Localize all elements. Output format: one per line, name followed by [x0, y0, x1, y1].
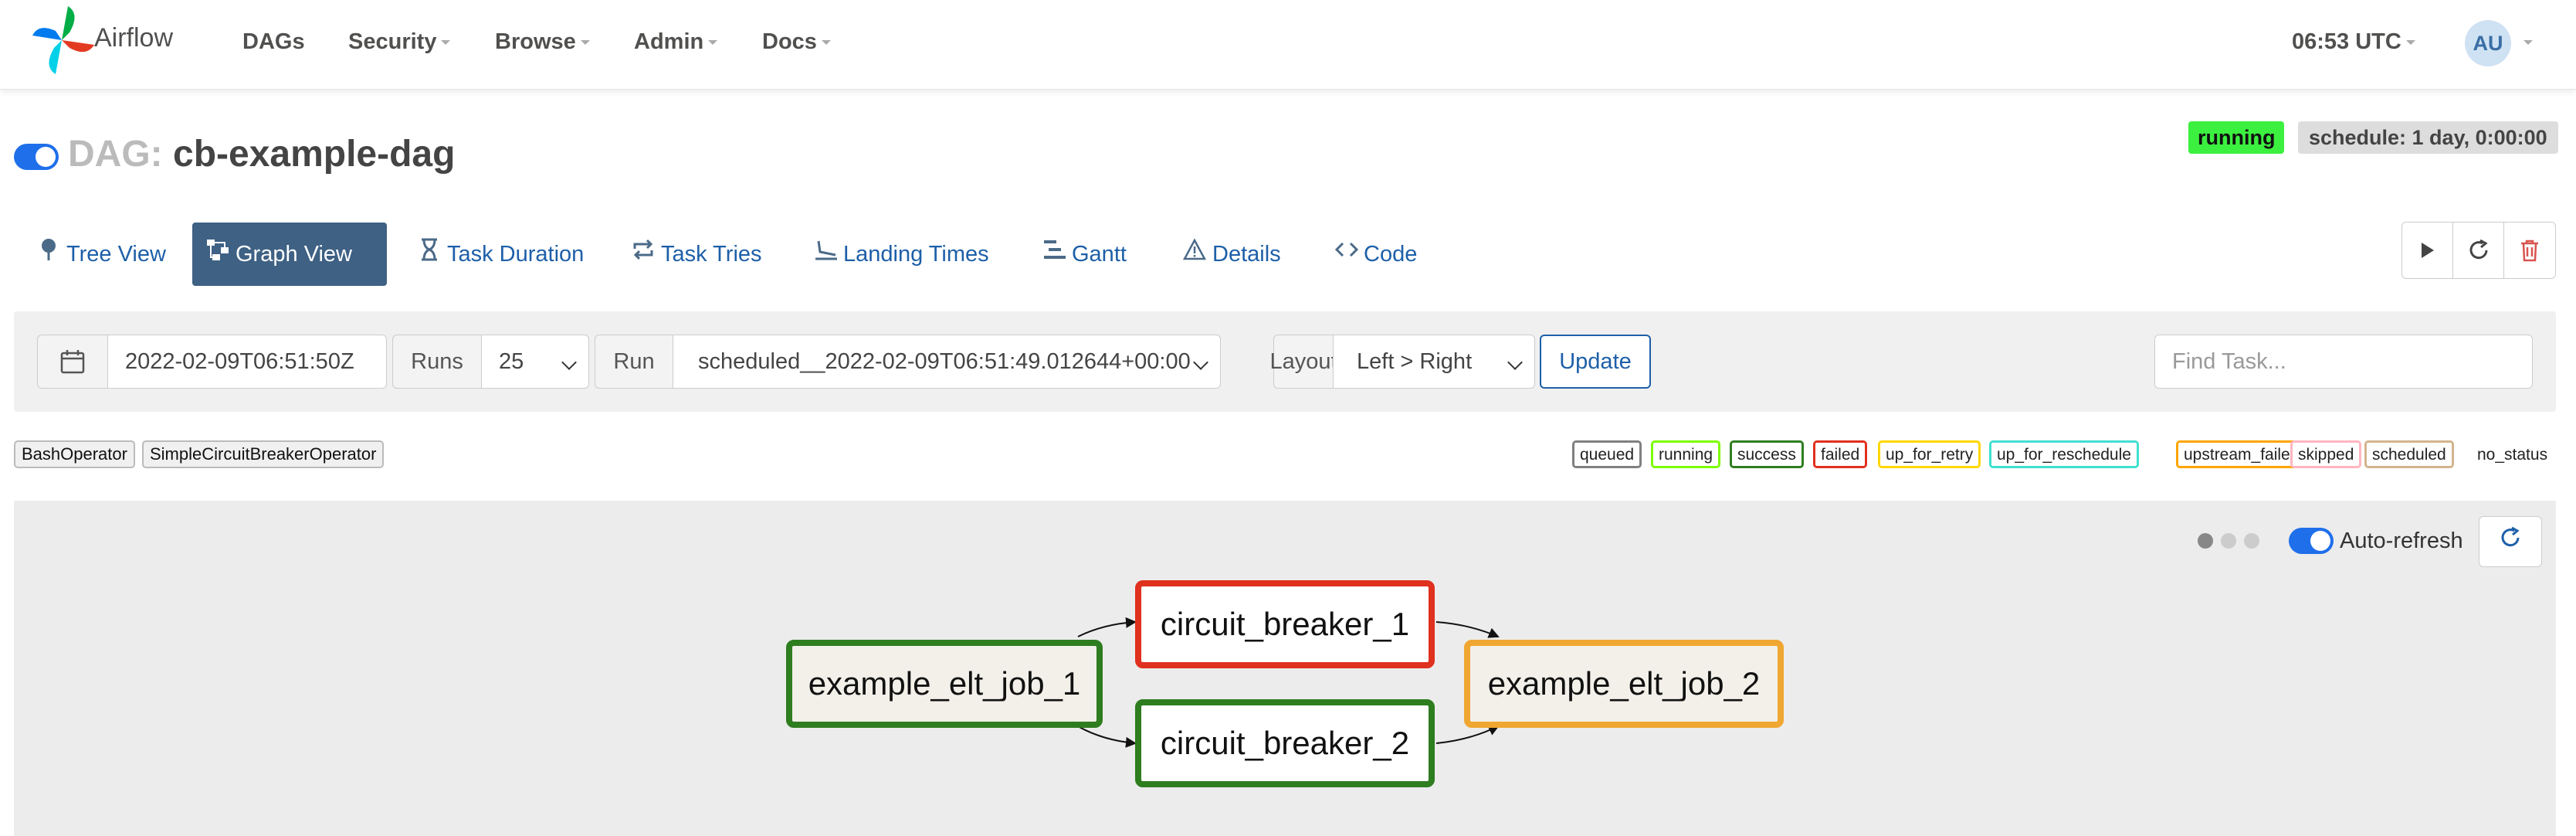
- pager-dot: [2221, 533, 2236, 549]
- run-select[interactable]: scheduled__2022-02-09T06:51:49.012644+00…: [673, 335, 1221, 389]
- layout-label: Layout: [1269, 335, 1337, 389]
- graph-icon: [206, 223, 229, 286]
- tab-code[interactable]: Code: [1320, 223, 1431, 286]
- task-node-circuit-breaker-2[interactable]: circuit_breaker_2: [1135, 699, 1435, 787]
- nav-dags[interactable]: DAGs: [242, 29, 305, 54]
- state-legend-up-for-retry: up_for_retry: [1878, 440, 1981, 468]
- state-legend-success: success: [1730, 440, 1804, 468]
- state-legend-up-for-reschedule: up_for_reschedule: [1989, 440, 2139, 468]
- tab-tree-view[interactable]: Tree View: [23, 223, 180, 286]
- top-navbar: Airflow DAGs Security Browse Admin Docs …: [0, 0, 2576, 90]
- edge-job1-cb2: [1077, 726, 1137, 748]
- pager-dot: [2244, 533, 2259, 549]
- tab-graph-view[interactable]: Graph View: [192, 223, 387, 286]
- airflow-logo-icon[interactable]: [23, 0, 100, 77]
- warning-triangle-icon: [1182, 223, 1207, 286]
- repeat-icon: [632, 223, 655, 286]
- task-node-example-elt-job-1[interactable]: example_elt_job_1: [786, 640, 1103, 728]
- state-legend-skipped: skipped: [2290, 440, 2362, 468]
- refresh-icon: [2469, 239, 2488, 260]
- state-legend-no-status: no_status: [2469, 440, 2556, 468]
- tab-task-duration[interactable]: Task Duration: [404, 223, 598, 286]
- code-icon: [1334, 223, 1359, 286]
- state-legend-scheduled: scheduled: [2364, 440, 2454, 468]
- utc-clock[interactable]: 06:53 UTC: [2292, 29, 2415, 55]
- pager-dot-active: [2198, 533, 2213, 549]
- user-avatar[interactable]: AU: [2465, 20, 2511, 66]
- dag-pause-toggle[interactable]: [14, 144, 59, 170]
- brand-name[interactable]: Airflow: [94, 23, 174, 53]
- tab-details[interactable]: Details: [1169, 223, 1295, 286]
- graph-edges: [1077, 617, 1500, 748]
- nav-admin[interactable]: Admin: [634, 29, 718, 55]
- schedule-badge: schedule: 1 day, 0:00:00: [2298, 121, 2558, 154]
- state-legend-queued: queued: [1572, 440, 1642, 468]
- state-legend-failed: failed: [1813, 440, 1868, 468]
- nav-browse[interactable]: Browse: [495, 29, 590, 55]
- chevron-down-icon: [580, 40, 590, 46]
- chevron-down-icon: [2405, 40, 2415, 46]
- tab-gantt[interactable]: Gantt: [1029, 223, 1141, 286]
- dag-state-badge: running: [2188, 121, 2285, 154]
- calendar-icon: [60, 350, 85, 374]
- nav-security[interactable]: Security: [348, 29, 451, 55]
- datepicker-button[interactable]: [37, 335, 108, 389]
- tab-task-tries[interactable]: Task Tries: [618, 223, 776, 286]
- run-label: Run: [595, 335, 673, 389]
- nav-docs[interactable]: Docs: [762, 29, 831, 55]
- operator-badge-circuit-breaker: SimpleCircuitBreakerOperator: [142, 440, 385, 468]
- task-node-circuit-breaker-1[interactable]: circuit_breaker_1: [1135, 580, 1435, 668]
- graph-refresh-button[interactable]: [2479, 516, 2542, 567]
- map-pin-icon: [37, 223, 60, 286]
- operator-badge-bash: BashOperator: [14, 440, 135, 468]
- state-legend-running: running: [1651, 440, 1721, 468]
- landing-icon: [814, 223, 837, 286]
- tab-landing-times[interactable]: Landing Times: [800, 223, 1003, 286]
- state-legend-upstream-failed: upstream_failed: [2176, 440, 2307, 468]
- chevron-down-icon: [708, 40, 718, 46]
- hourglass-icon: [418, 223, 441, 286]
- task-node-example-elt-job-2[interactable]: example_elt_job_2: [1464, 640, 1784, 728]
- play-icon: [2421, 243, 2434, 258]
- dag-actions: [2401, 222, 2556, 279]
- gantt-icon: [1042, 223, 1066, 286]
- trash-icon: [2521, 240, 2538, 262]
- chevron-down-icon: [441, 40, 451, 46]
- chevron-down-icon: [2523, 40, 2533, 45]
- delete-dag-button[interactable]: [2504, 223, 2555, 278]
- update-button[interactable]: Update: [1540, 335, 1651, 389]
- edge-cb2-job2: [1435, 725, 1500, 744]
- edge-cb1-job2: [1435, 621, 1500, 638]
- refresh-dag-button[interactable]: [2453, 223, 2504, 278]
- runs-select[interactable]: 25: [481, 335, 589, 389]
- edge-job1-cb1: [1077, 617, 1137, 637]
- base-date-input[interactable]: 2022-02-09T06:51:50Z: [107, 335, 387, 389]
- layout-select[interactable]: Left > Right: [1333, 335, 1535, 389]
- auto-refresh-toggle[interactable]: [2289, 528, 2334, 554]
- auto-refresh-label: Auto-refresh: [2340, 528, 2463, 553]
- refresh-icon: [2501, 526, 2520, 547]
- page-title: DAG: cb-example-dag: [68, 134, 456, 175]
- trigger-dag-button[interactable]: [2402, 223, 2453, 278]
- chevron-down-icon: [821, 40, 831, 46]
- find-task-input[interactable]: [2154, 335, 2533, 389]
- runs-label: Runs: [392, 335, 482, 389]
